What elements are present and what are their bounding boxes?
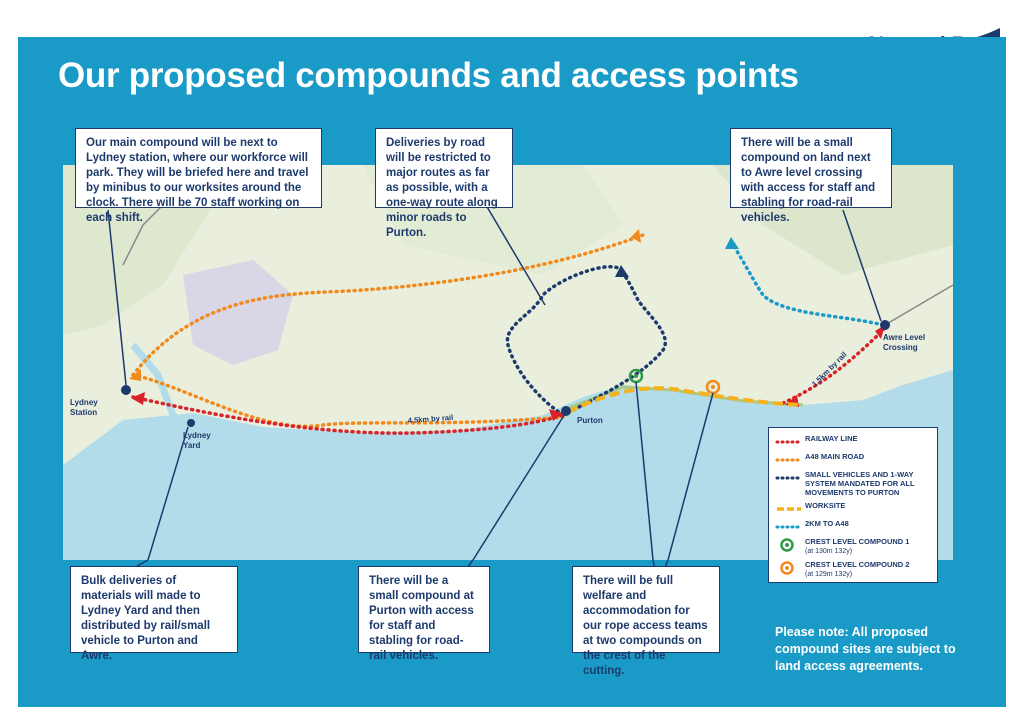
purton-marker: [561, 406, 571, 416]
lydney-town: [183, 260, 293, 365]
a48-arrow-icon: [129, 369, 141, 381]
legend-item-a48: A48 MAIN ROAD: [775, 452, 931, 466]
callout-purton: There will be a small compound at Purton…: [358, 566, 490, 662]
legend-item-railway: RAILWAY LINE: [775, 434, 931, 448]
leader-line: [667, 392, 714, 560]
2km-arrow-icon: [725, 237, 739, 249]
worksite-line: [567, 386, 804, 414]
crest-compound-1-icon: [780, 538, 794, 552]
leader-line: [842, 209, 882, 322]
worksite-icon: [777, 507, 801, 511]
map-legend: RAILWAY LINE A48 MAIN ROAD SMALL VEHICLE…: [768, 427, 938, 583]
leader-line: [635, 381, 654, 560]
legend-item-2km: 2KM TO A48: [775, 519, 931, 533]
rail-track-beyond: [884, 284, 953, 326]
leader-line: [482, 199, 546, 306]
legend-item-small-vehicles: SMALL VEHICLES AND 1-WAY SYSTEM MANDATED…: [775, 470, 931, 497]
a48-main-road-icon: [775, 458, 803, 462]
leader-line: [147, 426, 189, 560]
leader-line: [107, 209, 127, 386]
severn-estuary: [63, 370, 953, 560]
rail-distance-label-1: 4.5km by rail: [408, 413, 454, 425]
disclaimer-note: Please note: All proposed compound sites…: [775, 625, 956, 673]
rail-arrow-icon: [549, 409, 563, 421]
lydney-yard-marker: [187, 419, 195, 427]
callout-welfare: There will be full welfare and accommoda…: [572, 566, 720, 677]
legend-item-worksite: WORKSITE: [775, 501, 931, 515]
lydney-harbour: [130, 342, 214, 434]
leader-line: [472, 416, 564, 560]
callout-lydney-yard: Bulk deliveries of materials will made t…: [70, 566, 238, 662]
page-title: Our proposed compounds and access points: [58, 56, 799, 95]
a48-road-south: [131, 373, 565, 428]
lydney-station-label: Lydney Station: [70, 398, 98, 417]
a48-road-north: [131, 233, 645, 377]
legend-item-crest-1: CREST LEVEL COMPOUND 1(at 130m 132y): [775, 537, 931, 556]
rail-arrow-icon: [131, 392, 145, 405]
lydney-station-marker: [121, 385, 131, 395]
purton-label: Purton: [577, 416, 603, 425]
callout-awre: There will be a small compound on land n…: [730, 128, 892, 224]
one-way-east: [561, 271, 667, 417]
2km-to-a48-icon: [775, 525, 803, 529]
2km-route: [731, 243, 885, 327]
awre-marker: [880, 320, 890, 330]
lydney-yard-label: Lydney Yard: [183, 431, 211, 450]
callout-deliveries: Deliveries by road will be restricted to…: [375, 128, 513, 239]
railway-line-west: [131, 395, 565, 435]
legend-item-crest-2: CREST LEVEL COMPOUND 2(at 129m 132y): [775, 560, 931, 579]
awre-label: Awre Level Crossing: [883, 333, 926, 352]
crest-compound-2-icon: [780, 561, 794, 575]
railway-line-icon: [775, 440, 803, 444]
a48-arrow-icon: [631, 229, 641, 243]
one-way-arrow-icon: [615, 265, 629, 277]
callout-lydney-station: Our main compound will be next to Lydney…: [75, 128, 322, 224]
small-vehicles-icon: [775, 476, 803, 480]
